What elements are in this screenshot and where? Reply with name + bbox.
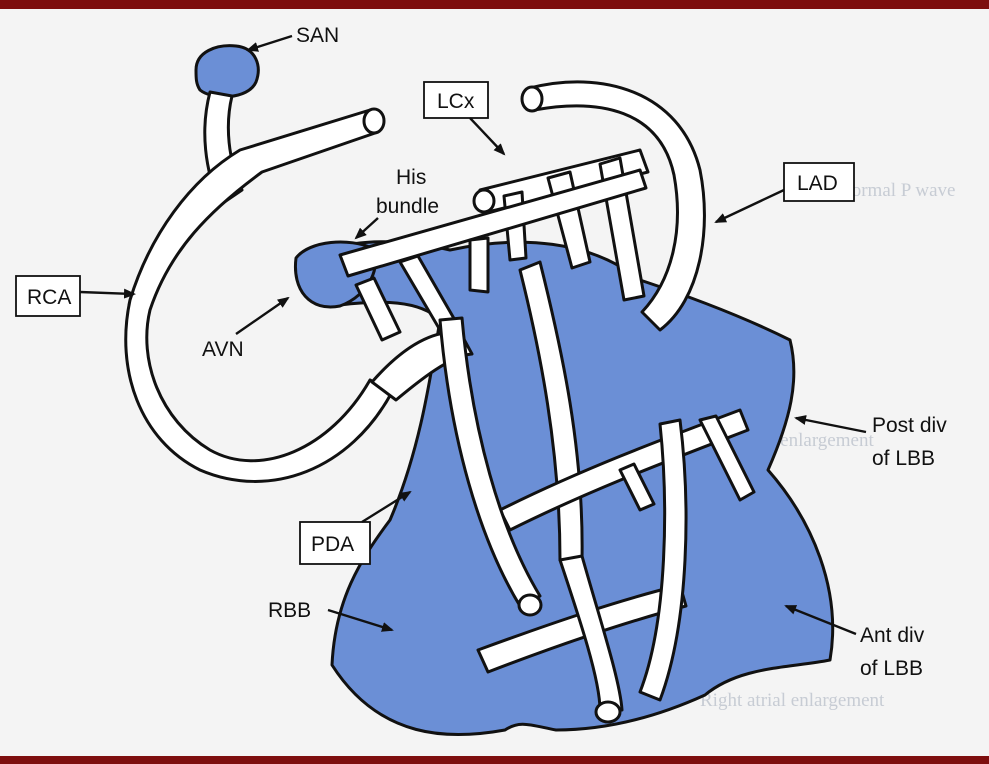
lcx-stump — [474, 190, 494, 212]
rbb-end — [519, 595, 541, 615]
label-lcx: LCx — [437, 90, 475, 113]
lad-stump — [522, 87, 542, 111]
arrow-san — [248, 36, 292, 50]
label-ant-div-line1: Ant div — [860, 624, 925, 647]
label-ant-div-line2: of LBB — [860, 657, 923, 680]
label-san: SAN — [296, 24, 339, 47]
bottom-frame-bar — [0, 756, 989, 764]
label-lad: LAD — [797, 172, 838, 195]
label-his-line2: bundle — [376, 195, 439, 218]
arrow-post-div — [796, 418, 866, 432]
label-post-div-line1: Post div — [872, 414, 947, 437]
label-post-div-line2: of LBB — [872, 447, 935, 470]
rca-stump — [364, 109, 384, 133]
label-rca: RCA — [27, 286, 71, 309]
sa-node — [196, 46, 258, 97]
label-avn: AVN — [202, 338, 244, 361]
arrow-his — [356, 218, 378, 238]
lower-vessel-end — [596, 702, 620, 722]
label-rbb: RBB — [268, 599, 311, 622]
arrow-lad — [716, 190, 784, 222]
arrow-rca — [80, 292, 134, 294]
arrow-lcx — [470, 118, 504, 154]
label-his-line1: His — [396, 166, 426, 189]
av-branch-3 — [470, 238, 488, 292]
label-pda: PDA — [311, 533, 354, 556]
arrow-avn — [236, 298, 288, 334]
